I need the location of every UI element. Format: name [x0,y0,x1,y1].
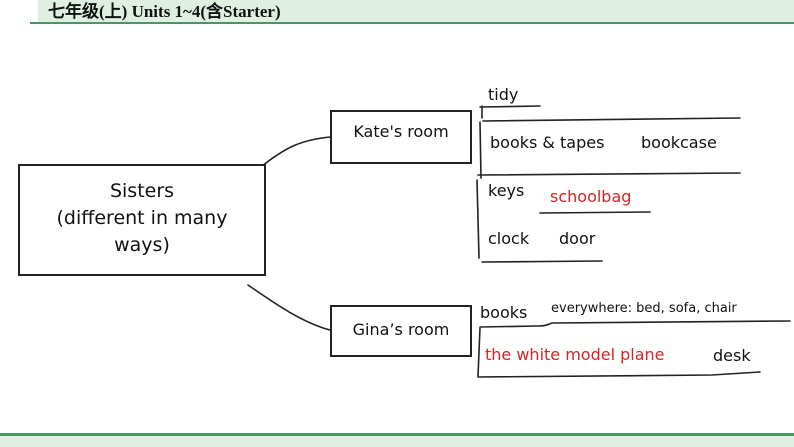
kate-clock-underline [481,260,603,263]
footer-line [0,433,794,436]
central-line-2: (different in many [56,207,228,229]
kate-item-schoolbag: schoolbag [550,187,632,206]
kate-item-bookcase: bookcase [641,133,717,152]
footer-bar [0,433,794,447]
kate-item-door: door [559,229,596,248]
kate-item-tidy: tidy [488,85,519,104]
kate-tidy-underline [479,105,541,108]
kate-keys-underline [477,172,741,176]
header-underline [30,22,794,24]
kate-books-underline [482,117,741,122]
gina-room-box: Gina’s room [330,305,472,357]
kate-item-keys: keys [488,181,525,200]
gina-bracket [477,327,481,377]
central-line-1: Sisters [109,180,175,202]
gina-books-underline [479,320,791,328]
central-topic-box: Sisters (different in many ways) [18,164,266,276]
gina-item-desk: desk [713,346,751,365]
kate-item-books-tapes: books & tapes [490,133,605,152]
kate-item-clock: clock [488,229,530,248]
connector-central-gina [247,284,331,331]
kate-room-box: Kate's room [330,110,472,164]
gina-item-books: books [480,303,528,322]
gina-item-everywhere: everywhere: bed, sofa, chair [551,301,737,316]
central-line-3: ways) [114,234,170,256]
header-background [38,0,794,22]
connector-central-kate [261,136,331,167]
kate-bracket [476,105,483,259]
header-bar: 七年级(上) Units 1~4(含Starter) [0,0,794,26]
page-title: 七年级(上) Units 1~4(含Starter) [48,2,281,21]
gina-item-model-plane: the white model plane [485,345,665,364]
kate-room-label: Kate's room [353,122,449,141]
footer-background [0,436,794,447]
gina-plane-underline [477,371,761,378]
kate-schoolbag-underline [539,211,651,214]
gina-room-label: Gina’s room [352,320,450,339]
